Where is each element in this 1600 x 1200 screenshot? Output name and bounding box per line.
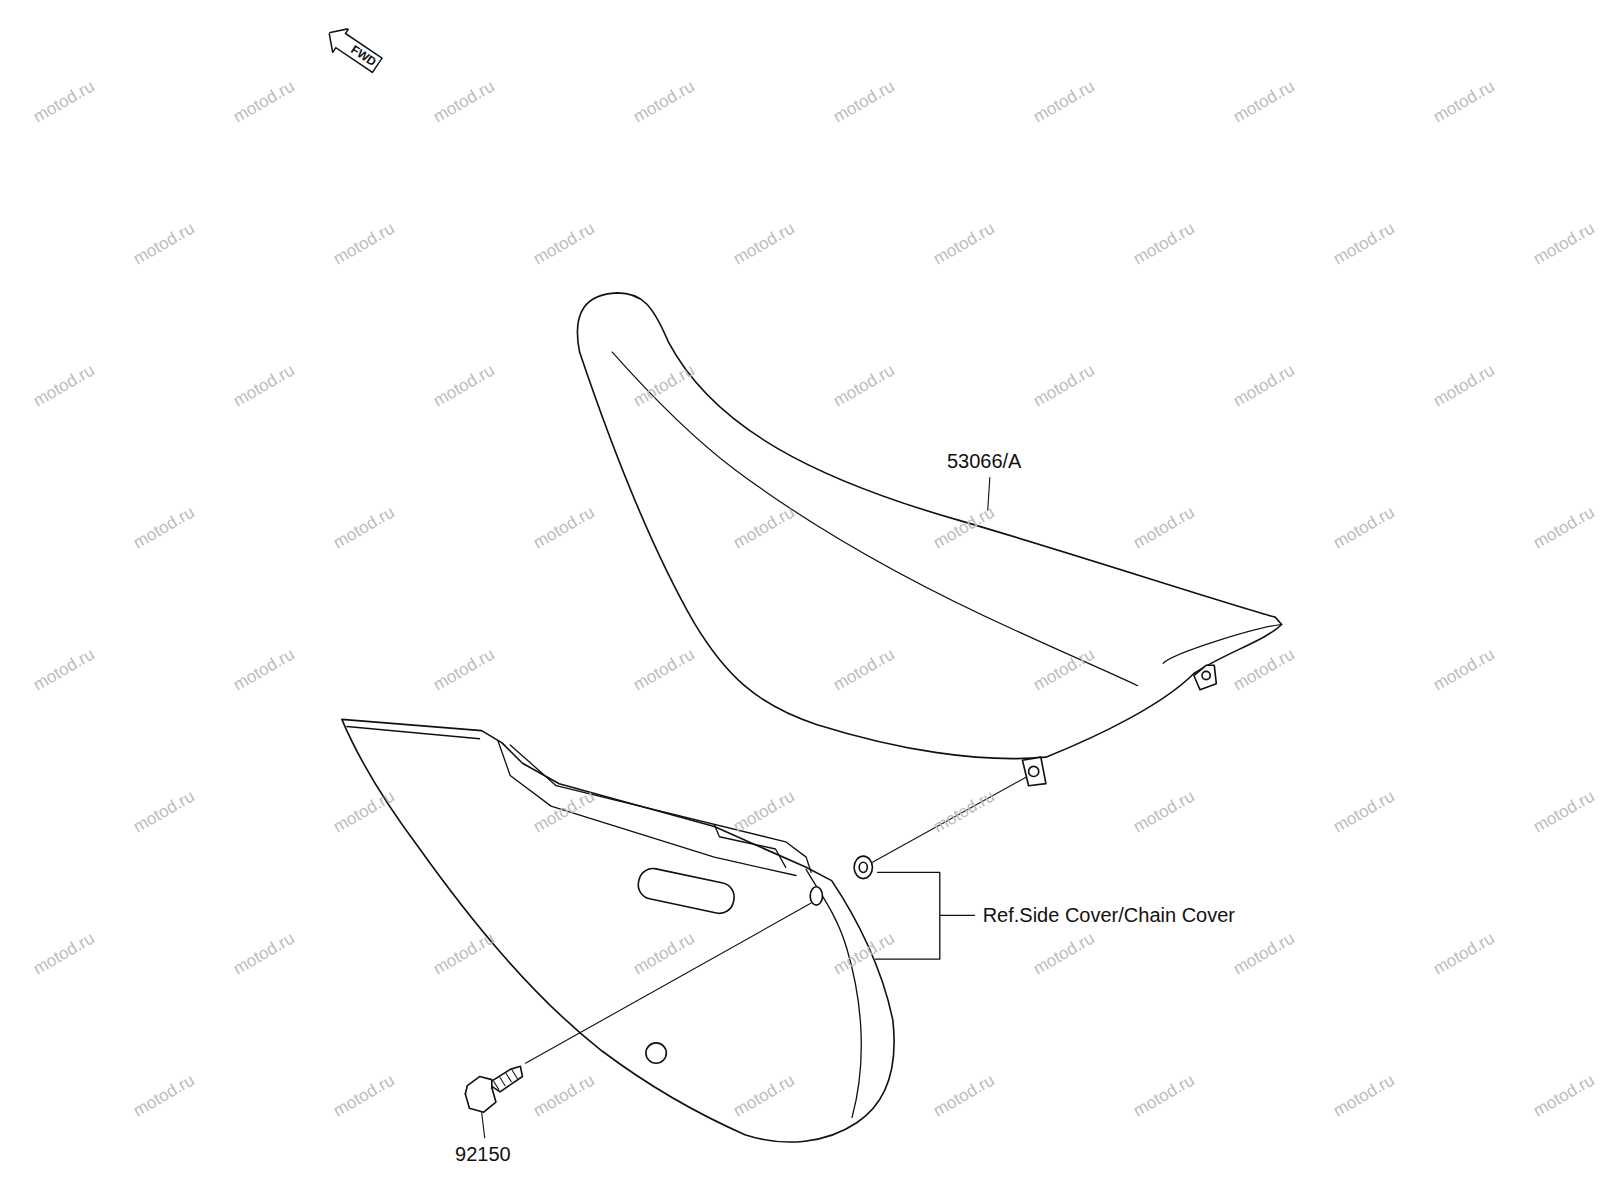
watermark: motod.ru <box>430 644 498 695</box>
side-cover-outline <box>342 719 894 1142</box>
side-cover-hole <box>646 1043 666 1063</box>
watermark: motod.ru <box>30 360 98 411</box>
watermark: motod.ru <box>1230 928 1298 979</box>
watermark: motod.ru <box>1230 360 1298 411</box>
watermark: motod.ru <box>1530 218 1598 269</box>
watermark: motod.ru <box>430 360 498 411</box>
watermark: motod.ru <box>230 360 298 411</box>
seat-tab-front <box>1022 757 1045 786</box>
part-number: 92150 <box>455 1143 511 1165</box>
watermark: motod.ru <box>630 76 698 127</box>
watermark: motod.ru <box>1130 218 1198 269</box>
watermark: motod.ru <box>430 76 498 127</box>
watermark: motod.ru <box>930 218 998 269</box>
watermark: motod.ru <box>430 928 498 979</box>
assembly-line <box>526 903 812 1063</box>
watermark: motod.ru <box>1430 360 1498 411</box>
watermark: motod.ru <box>1530 502 1598 553</box>
watermark: motod.ru <box>330 218 398 269</box>
watermark: motod.ru <box>930 1070 998 1121</box>
watermark: motod.ru <box>1430 76 1498 127</box>
watermark: motod.ru <box>1330 502 1398 553</box>
watermark: motod.ru <box>830 360 898 411</box>
watermark: motod.ru <box>330 502 398 553</box>
tab-hole <box>1202 671 1210 679</box>
watermark: motod.ru <box>30 76 98 127</box>
watermark: motod.ru <box>1530 1070 1598 1121</box>
watermark: motod.ru <box>1030 76 1098 127</box>
watermark: motod.ru <box>230 928 298 979</box>
seat-outline <box>577 293 1281 759</box>
watermark: motod.ru <box>1030 360 1098 411</box>
watermark: motod.ru <box>530 1070 598 1121</box>
watermark: motod.ru <box>130 502 198 553</box>
watermark: motod.ru <box>130 786 198 837</box>
watermark: motod.ru <box>230 76 298 127</box>
reference-note: Ref.Side Cover/Chain Cover <box>983 904 1235 926</box>
tab-hole <box>1029 766 1039 776</box>
grommet-hole <box>859 862 867 872</box>
leader-line <box>482 1112 485 1138</box>
watermark: motod.ru <box>1530 786 1598 837</box>
watermark: motod.ru <box>1130 1070 1198 1121</box>
watermark: motod.ru <box>130 218 198 269</box>
side-cover-hole <box>810 887 822 905</box>
direction-arrow: FWD <box>322 21 387 78</box>
watermark: motod.ru <box>1430 928 1498 979</box>
watermark: motod.ru <box>1130 786 1198 837</box>
watermark: motod.ru <box>630 644 698 695</box>
side-cover-channel <box>347 727 811 876</box>
watermark: motod.ru <box>730 786 798 837</box>
seat-ridge <box>612 352 1138 686</box>
watermark: motod.ru <box>230 644 298 695</box>
watermark: motod.ru <box>1230 76 1298 127</box>
watermark: motod.ru <box>530 502 598 553</box>
watermark: motod.ru <box>1130 502 1198 553</box>
watermark: motod.ru <box>130 1070 198 1121</box>
watermark: motod.ru <box>30 928 98 979</box>
watermark: motod.ru <box>330 786 398 837</box>
watermark: motod.ru <box>330 1070 398 1121</box>
assembly-line <box>872 778 1025 863</box>
seat-tab-rear <box>1194 665 1216 689</box>
watermark: motod.ru <box>1330 786 1398 837</box>
watermark: motod.ru <box>930 786 998 837</box>
watermark: motod.ru <box>830 76 898 127</box>
watermark: motod.ru <box>1330 218 1398 269</box>
side-cover-edge <box>806 869 861 1117</box>
grommet <box>854 856 872 878</box>
watermark: motod.ru <box>1430 644 1498 695</box>
watermark: motod.ru <box>1230 644 1298 695</box>
watermark: motod.ru <box>1330 1070 1398 1121</box>
part-number: 53066/A <box>947 450 1022 472</box>
bolt <box>465 1066 522 1112</box>
side-cover-slot <box>636 866 737 916</box>
watermark: motod.ru <box>30 644 98 695</box>
watermark: motod.ru <box>530 218 598 269</box>
arrow-outline <box>322 21 386 77</box>
watermark: motod.ru <box>1030 928 1098 979</box>
watermark: motod.ru <box>730 218 798 269</box>
